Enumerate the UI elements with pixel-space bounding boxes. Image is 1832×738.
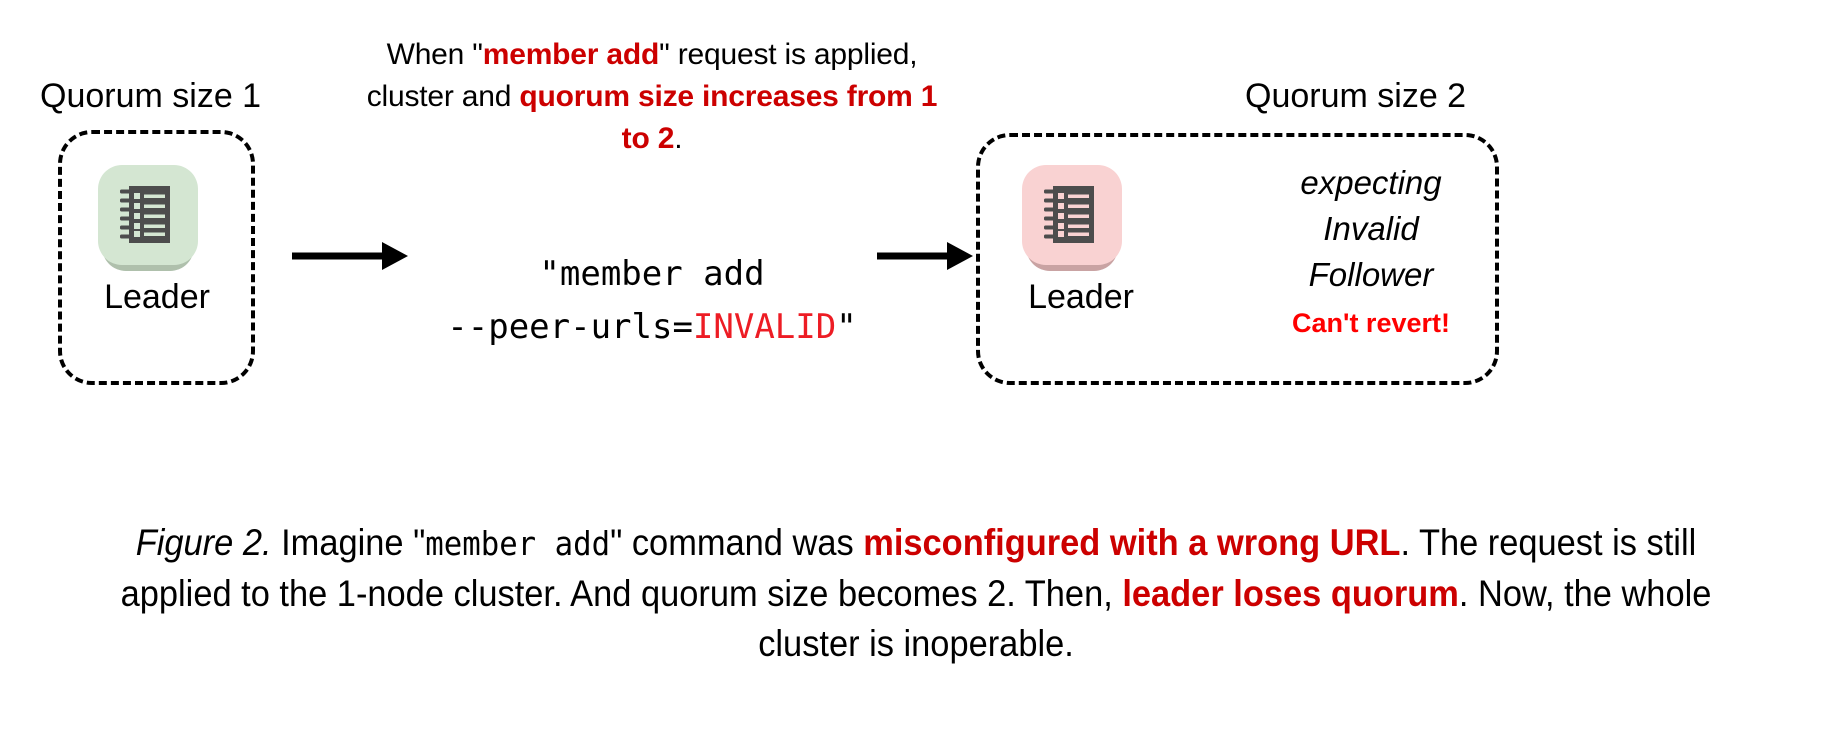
left-cluster-group-label: Quorum size 1	[40, 77, 262, 115]
cant-revert-warning: Can't revert!	[1292, 308, 1450, 338]
server-log-glyph	[1044, 186, 1094, 243]
result-arrow	[877, 242, 973, 270]
caption-highlight-loses-quorum: leader loses quorum	[1122, 573, 1459, 614]
status-line-follower: Follower	[1308, 256, 1434, 293]
top-note-text-2: " request is applied, cluster and	[366, 38, 918, 113]
command-closing-quote: "	[836, 307, 857, 347]
caption-highlight-misconfigured: misconfigured with a wrong URL	[863, 522, 1401, 563]
top-note-text-3: .	[674, 122, 683, 155]
left-cluster-boundary	[58, 130, 255, 385]
right-cluster-group-label: Quorum size 2	[1245, 77, 1467, 115]
server-log-icon	[98, 165, 198, 273]
apply-request-arrow	[292, 242, 408, 270]
left-leader-node: Leader	[98, 165, 216, 317]
server-log-icon	[1022, 165, 1122, 273]
top-note-highlight-member-add: member add	[482, 38, 660, 71]
status-line-expecting: expecting	[1300, 164, 1442, 201]
top-explanation-note: When "member add" request is applied, cl…	[352, 34, 952, 160]
server-log-glyph	[120, 186, 170, 243]
member-add-command: "member add --peer-urls=INVALID"	[402, 248, 902, 354]
top-note-text-1: When "	[386, 38, 483, 71]
command-line-2: --peer-urls=INVALID"	[402, 301, 902, 354]
figure-caption: Figure 2. Imagine "member add" command w…	[101, 518, 1730, 669]
status-line-invalid: Invalid	[1323, 210, 1419, 247]
caption-text-1: Imagine "	[271, 522, 426, 563]
command-invalid-value: INVALID	[692, 307, 837, 347]
command-flag: --peer-urls=	[447, 307, 693, 347]
right-leader-node: Leader	[1022, 165, 1140, 317]
caption-text-3: . The request is still applied to the 1-…	[120, 522, 1697, 614]
right-cluster-status: expecting Invalid Follower Can't revert!	[1256, 160, 1486, 339]
caption-command-name: member add	[425, 524, 611, 563]
caption-text-2: " command was	[610, 522, 864, 563]
right-node-label: Leader	[1028, 278, 1134, 316]
left-node-label: Leader	[104, 278, 210, 316]
command-line-1: "member add	[539, 254, 765, 294]
figure-number: Figure 2.	[135, 522, 272, 563]
top-note-highlight-quorum-increase: quorum size increases from 1 to 2	[519, 80, 938, 155]
caption-text-4: . Now, the whole cluster is inoperable.	[758, 573, 1712, 664]
right-cluster-boundary	[976, 133, 1499, 385]
